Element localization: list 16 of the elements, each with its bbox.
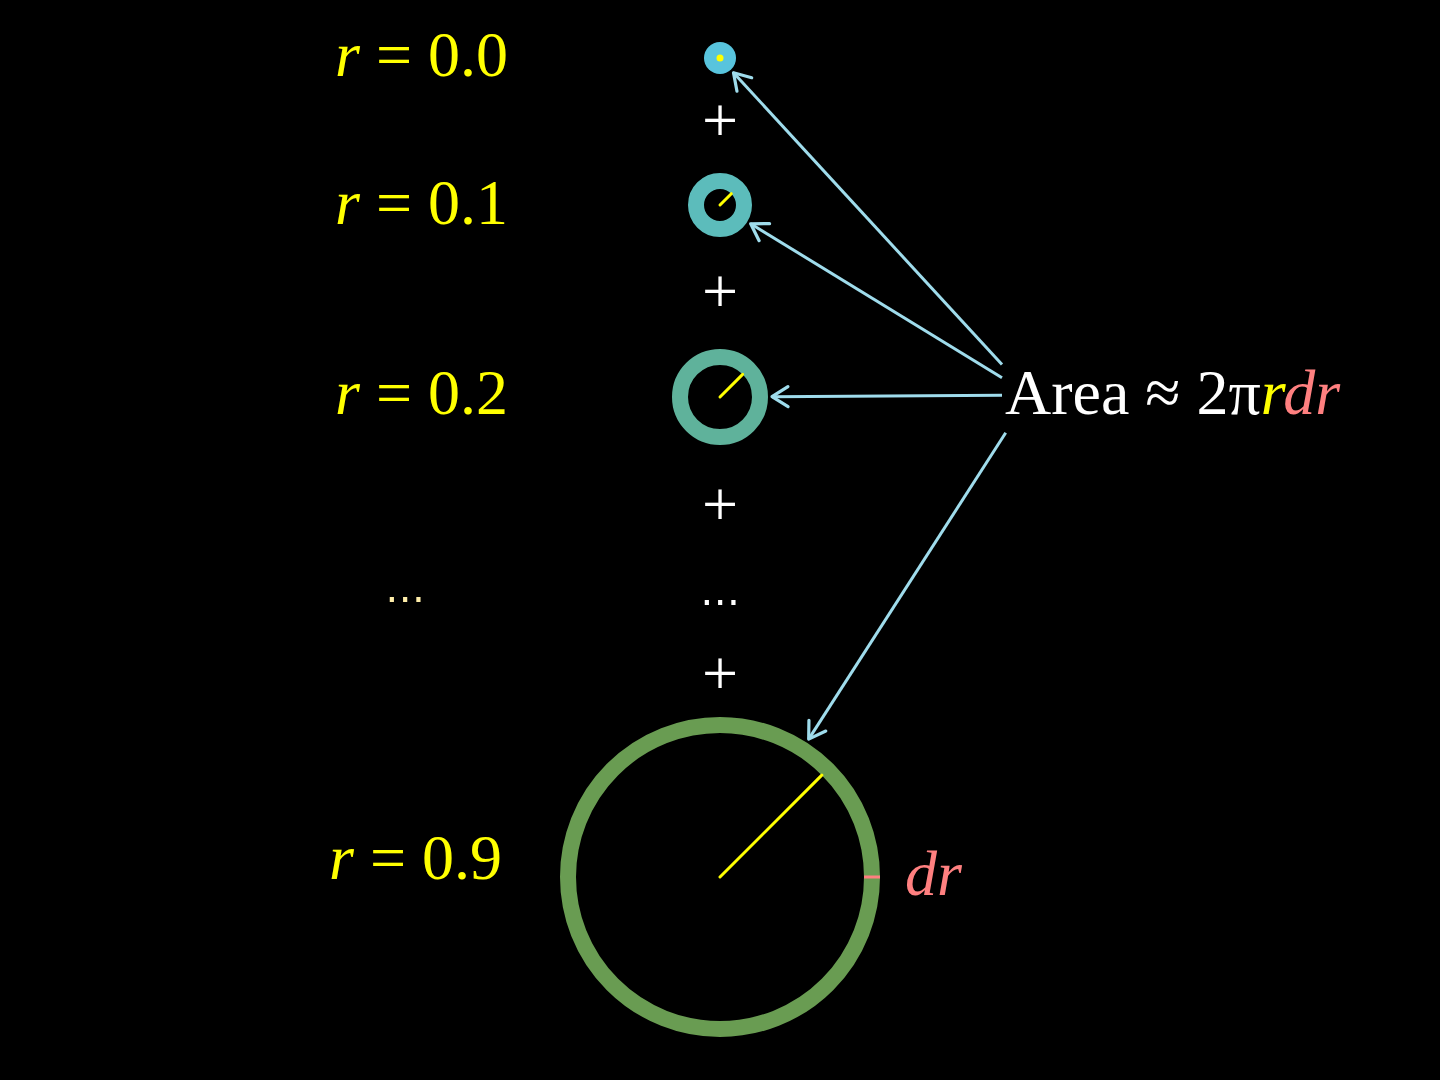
ellipsis: ⋯: [385, 575, 425, 621]
arrow: [807, 432, 1007, 741]
ellipsis: ⋯: [700, 578, 740, 624]
arrow: [731, 71, 1004, 366]
plus-sign: +: [701, 84, 739, 158]
area-formula: Area ≈ 2πrdr: [1005, 356, 1341, 430]
radius-label: r = 0.2: [335, 356, 508, 430]
arrow: [749, 222, 1003, 380]
plus-sign: +: [701, 255, 739, 329]
plus-sign: +: [701, 468, 739, 542]
radius-label: r = 0.0: [335, 18, 508, 92]
thickness-label: dr: [905, 837, 962, 911]
radius-label: r = 0.1: [335, 166, 508, 240]
arrow: [770, 385, 1002, 409]
radius-label: r = 0.9: [329, 821, 502, 895]
plus-sign: +: [701, 637, 739, 711]
